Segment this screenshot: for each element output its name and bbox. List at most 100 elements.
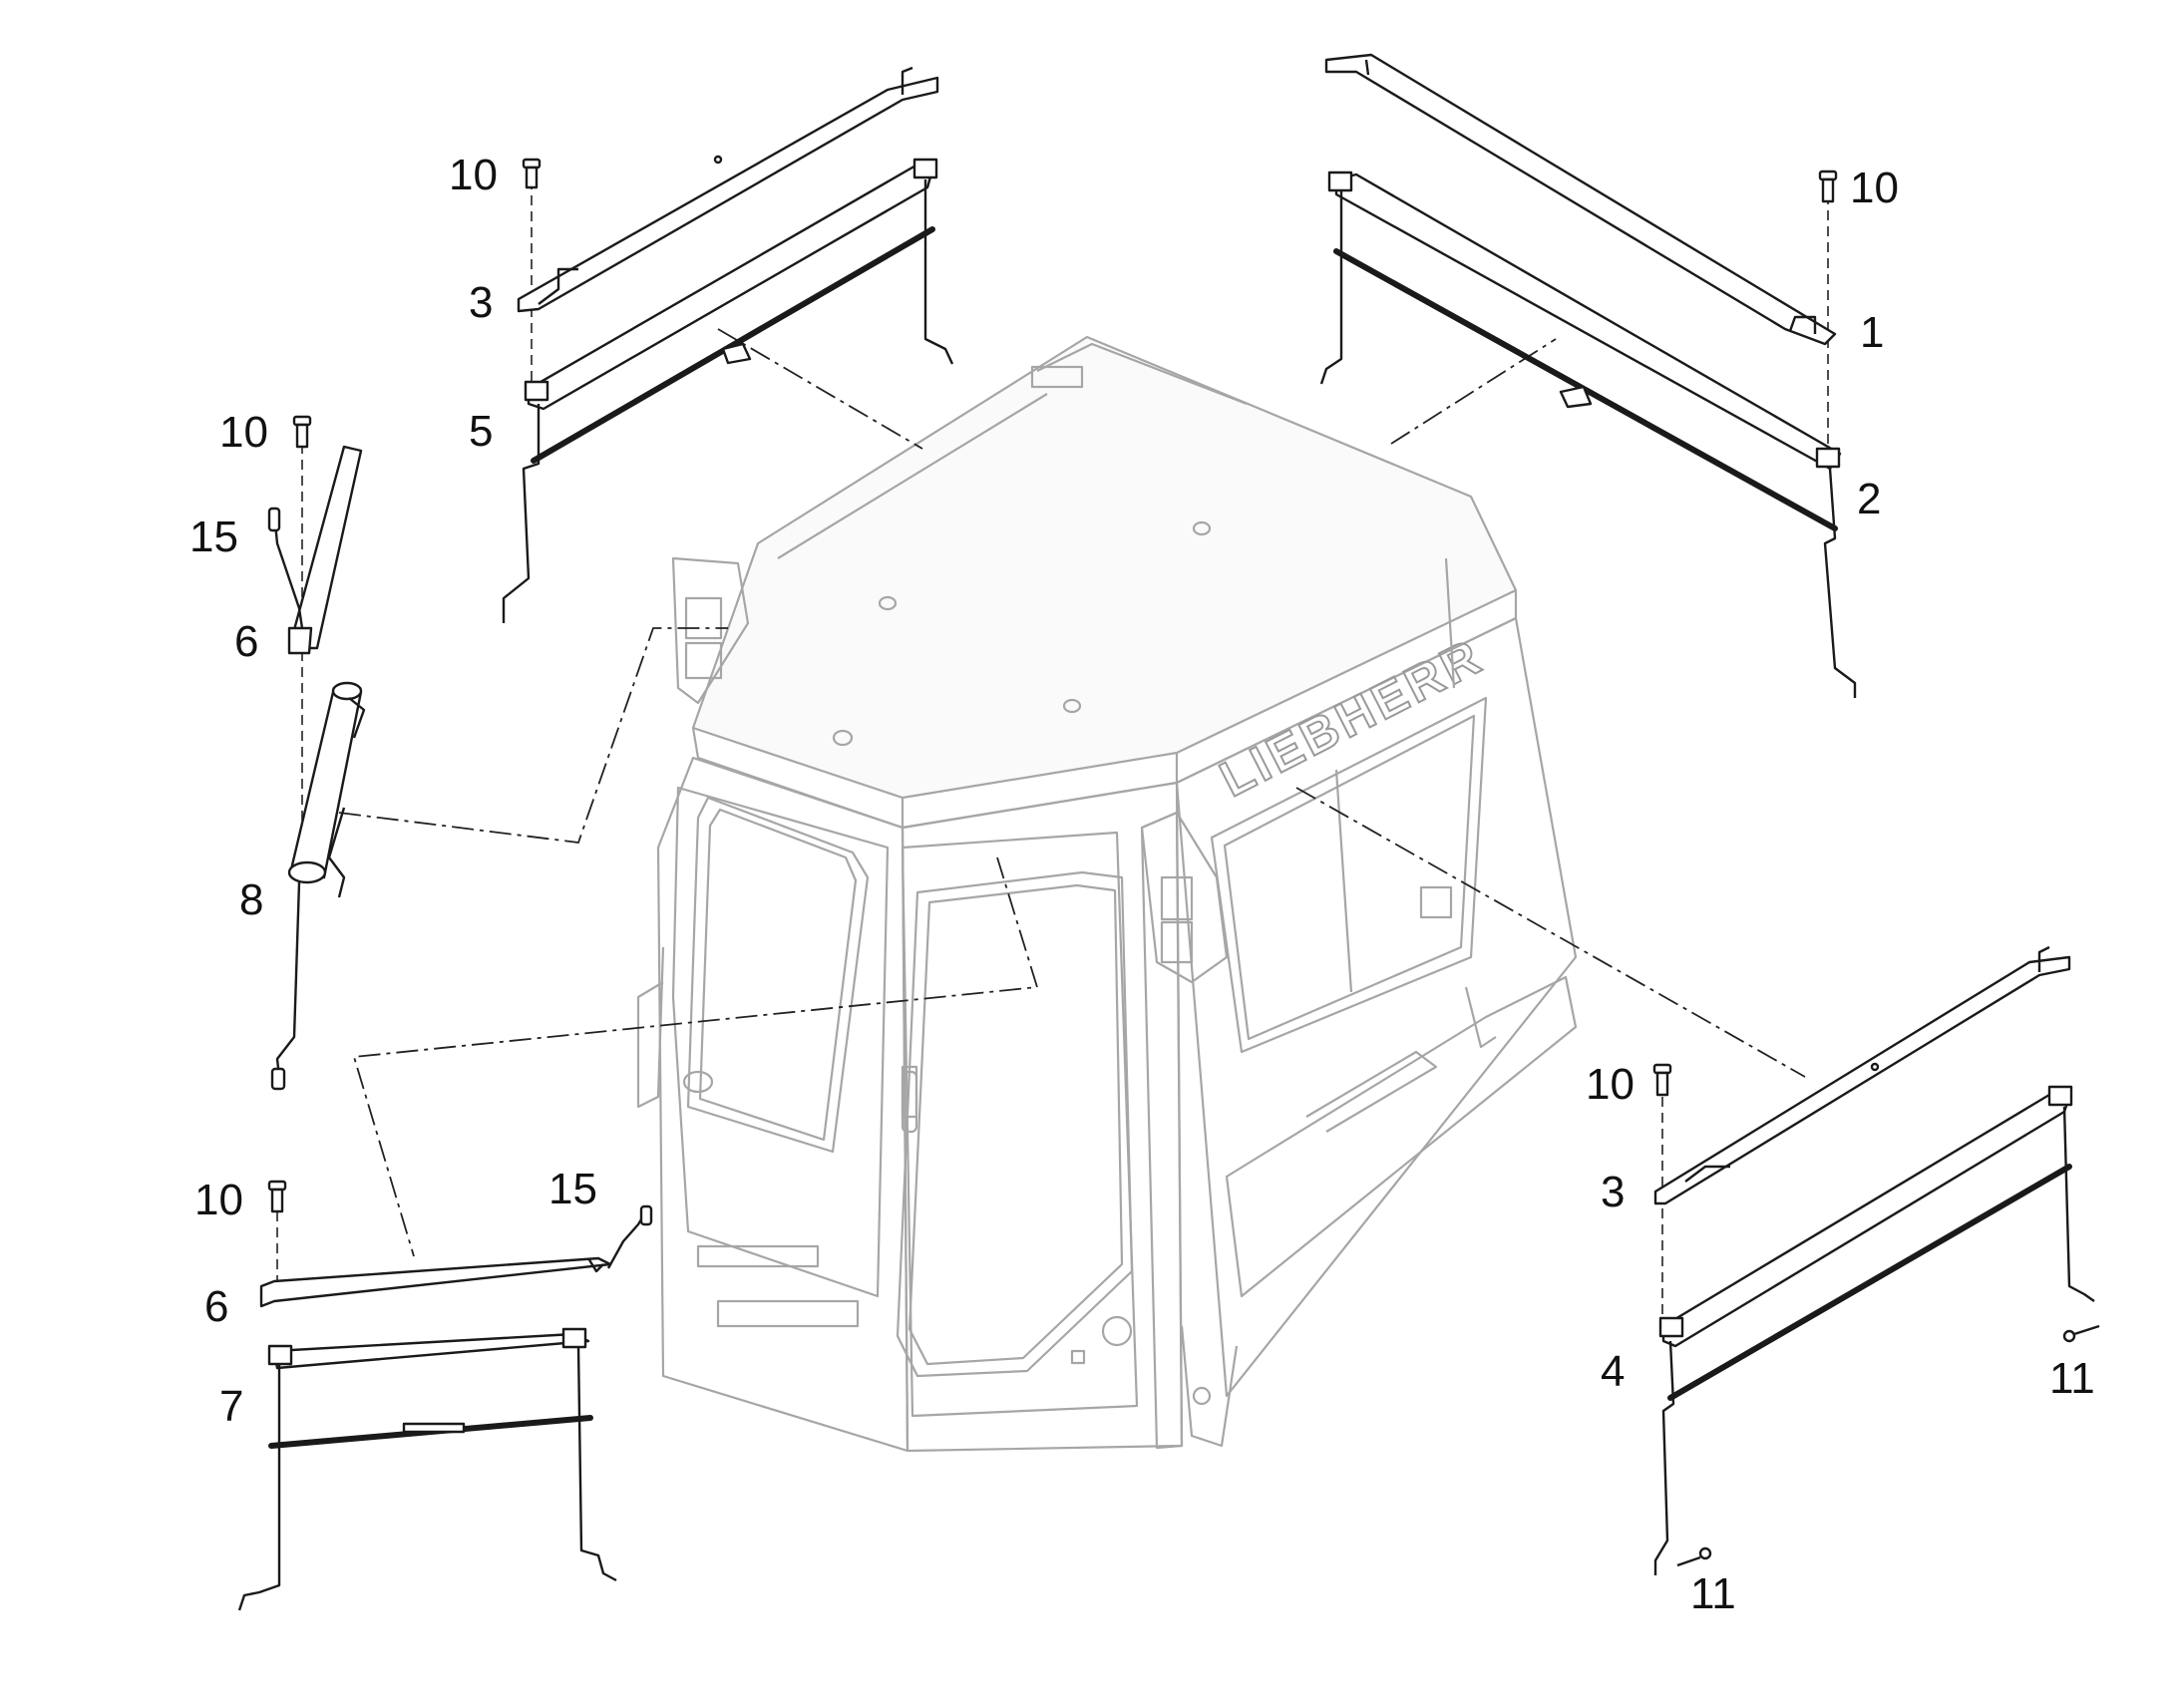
cab-roof-block <box>1030 365 1084 389</box>
left-lower-panel <box>716 1299 860 1328</box>
screw-11-bottom <box>1676 1546 1712 1567</box>
left-handle-rail <box>636 946 665 1109</box>
callout-3-top-left: 3 <box>469 278 493 327</box>
screen-5-roller <box>531 226 935 464</box>
callout-5: 5 <box>469 407 493 456</box>
leader-left-screen <box>338 627 728 844</box>
screw-10-right <box>1652 1063 1672 1097</box>
cab-right-window-inner <box>1223 714 1476 1041</box>
callout-10-left: 10 <box>219 408 268 457</box>
callout-6-bottom: 6 <box>204 1282 228 1331</box>
screw-11-right <box>2062 1324 2100 1343</box>
cab-front-glass-inner <box>908 883 1124 1366</box>
screen-4-cap-right <box>2047 1085 2073 1107</box>
screen-8-arm <box>275 881 301 1078</box>
screw-10-bottom-left <box>267 1180 287 1213</box>
screen-7-cap-right <box>561 1327 587 1349</box>
part-6-bracket-left <box>287 445 363 655</box>
screen-7-arm-right <box>576 1345 617 1582</box>
callout-11-bottom: 11 <box>1690 1569 1736 1618</box>
screw-10-left <box>292 415 312 449</box>
cab-left-wall <box>656 756 909 1453</box>
screen-5-arm-left <box>502 404 541 623</box>
leader-right-screen <box>1295 787 1806 1078</box>
roof-bolt-1 <box>1192 520 1212 536</box>
front-lock <box>1101 1315 1133 1347</box>
leader-top-right <box>1390 338 1557 445</box>
part-15-cable-bottom <box>606 1204 653 1269</box>
right-rear-handle <box>1464 986 1497 1049</box>
cab-fitting <box>1192 1386 1212 1406</box>
part-6-bracket-bottom <box>259 1256 612 1308</box>
cab-right-wall <box>1175 616 1578 1398</box>
leader-top-left <box>717 328 923 450</box>
screen-2-cap-left <box>1327 171 1353 192</box>
cab-left-door <box>671 786 890 1298</box>
left-mirror-knob <box>682 1070 714 1094</box>
screen-7-cap-left <box>267 1344 293 1366</box>
screen-4-arm-right <box>2062 1106 2095 1302</box>
screen-4-roller <box>1667 1164 2072 1401</box>
callout-15-left: 15 <box>189 512 238 561</box>
callout-10-bottom-left: 10 <box>194 1176 243 1224</box>
cab-left-glass <box>686 796 870 1154</box>
screen-5-cap-right <box>912 158 938 179</box>
cab-right-window <box>1210 696 1488 1054</box>
screen-5-clip <box>721 342 752 365</box>
right-window-sticker <box>1419 885 1453 919</box>
screen-5-arm-right <box>923 179 954 365</box>
part-15-cable-left <box>267 507 304 629</box>
cab-roof-ridge-2 <box>777 393 1048 559</box>
cab-body: LIEBHERR <box>636 335 1578 1453</box>
part-1-bracket-top-right <box>1324 53 1837 346</box>
screen-2-clip <box>1559 385 1593 409</box>
callout-3-right: 3 <box>1601 1168 1625 1216</box>
part-7-screen-bottom-left <box>237 1327 617 1611</box>
assembly-leader-lines <box>276 179 1829 1316</box>
callout-15-bottom: 15 <box>548 1165 597 1213</box>
callout-11-right: 11 <box>2049 1354 2095 1403</box>
cab-left-glass-inner <box>698 808 858 1142</box>
screen-7-arm-left <box>237 1364 281 1611</box>
cab-roof <box>691 335 1518 800</box>
front-switch <box>1070 1349 1086 1365</box>
roof-bolt-3 <box>1062 698 1082 714</box>
leader-front-screen <box>352 856 1039 1257</box>
part-4-screen-right <box>1653 1085 2095 1575</box>
callout-2: 2 <box>1857 475 1881 523</box>
cab-right-lower <box>1225 975 1578 1298</box>
left-work-light <box>671 556 750 705</box>
screen-2-cap-right <box>1815 447 1841 469</box>
right-step <box>1305 1050 1438 1133</box>
part-8-screen-left <box>270 681 366 1091</box>
screw-10-top-left <box>522 158 542 189</box>
left-door-latch <box>901 1065 918 1119</box>
right-work-light <box>1140 811 1229 984</box>
part-5-screen-top-left <box>502 158 954 623</box>
roof-bolt-2 <box>878 595 898 611</box>
cab-front-wall <box>901 781 1184 1453</box>
callout-10-top-left: 10 <box>449 151 498 199</box>
screw-10-top-right <box>1818 170 1838 203</box>
callout-8: 8 <box>239 875 263 924</box>
callout-7: 7 <box>219 1382 243 1431</box>
callout-4: 4 <box>1601 1347 1625 1396</box>
screen-7-clip <box>402 1422 466 1434</box>
callout-1: 1 <box>1860 308 1884 357</box>
cab-hose <box>1180 1325 1239 1448</box>
part-3-bracket-right <box>1653 945 2071 1205</box>
callout-10-right: 10 <box>1586 1060 1635 1109</box>
cab-front-glass <box>896 870 1134 1378</box>
cab-right-window-divider <box>1334 769 1353 993</box>
roof-bolt-4 <box>832 729 854 747</box>
cab-roof-ridge <box>1036 342 1248 406</box>
callout-6-left: 6 <box>234 617 258 666</box>
part-3-bracket-top-left <box>517 66 939 313</box>
screen-4-cap-left <box>1658 1316 1684 1338</box>
screen-8-strap <box>327 807 346 898</box>
screen-4-arm-left <box>1653 1340 1675 1575</box>
callout-10-top-right: 10 <box>1850 164 1899 212</box>
part-2-screen-top-right <box>1319 171 1857 698</box>
